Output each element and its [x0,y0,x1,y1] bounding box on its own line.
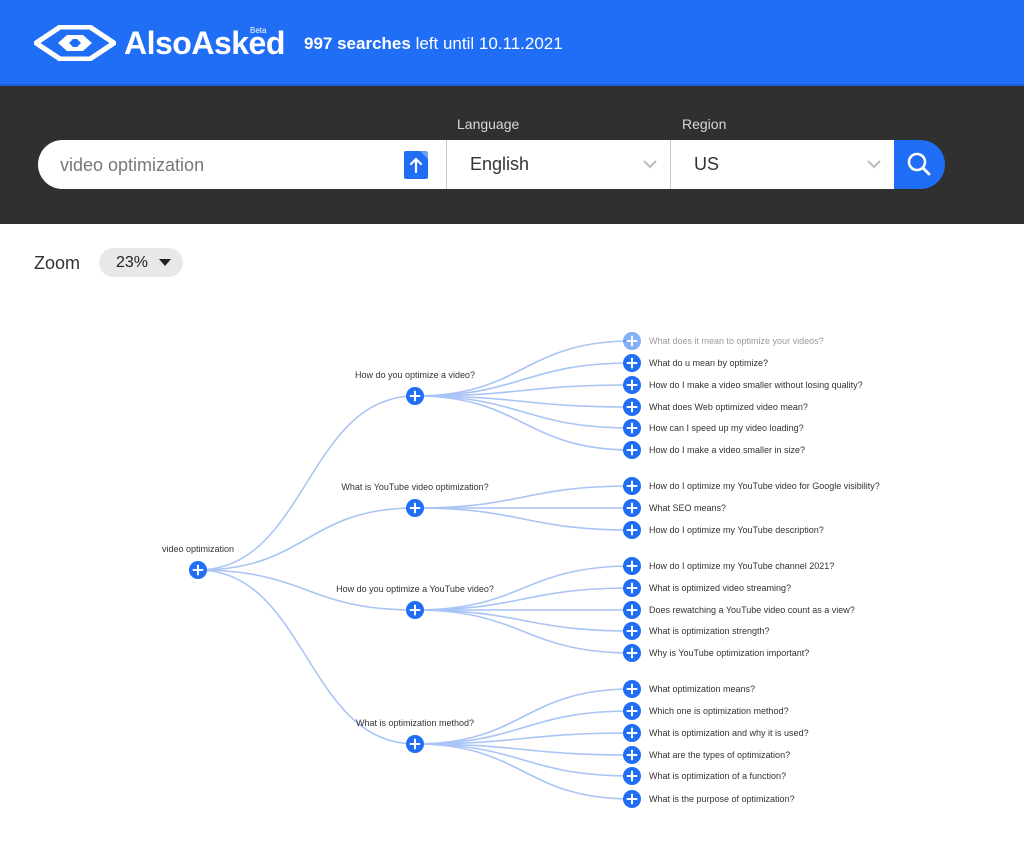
tree-link [197,569,416,745]
child-expand-icon[interactable] [623,790,641,808]
child-question-label: How do I optimize my YouTube channel 202… [649,561,834,571]
child-question-label: What SEO means? [649,503,726,513]
tree-link [414,565,633,611]
tree-link [414,384,633,397]
root-expand-icon[interactable] [189,561,207,579]
child-question-label: What does it mean to optimize your video… [649,336,824,346]
tree-link [414,395,633,408]
tree-link [197,507,416,571]
language-value: English [470,154,530,174]
tree-link [414,710,633,745]
tree-link [414,743,633,777]
language-label: Language [457,116,520,132]
branch-question-label: How do you optimize a video? [355,370,475,380]
beta-badge: Beta [250,26,267,35]
child-question-label: What optimization means? [649,684,755,694]
child-expand-icon[interactable] [623,354,641,372]
child-question-label: How can I speed up my video loading? [649,423,804,433]
tree-link [414,587,633,611]
child-expand-icon[interactable] [623,419,641,437]
tree-link [414,688,633,745]
child-expand-icon[interactable] [623,579,641,597]
child-question-label: What is optimization and why it is used? [649,728,809,738]
language-select[interactable]: English [446,140,670,189]
child-expand-icon[interactable] [623,644,641,662]
child-expand-icon[interactable] [623,398,641,416]
region-label: Region [682,116,727,132]
child-question-label: How do I optimize my YouTube video for G… [649,481,880,491]
region-select[interactable]: US [670,140,894,189]
child-question-label: How do I make a video smaller in size? [649,445,805,455]
tree-link [414,507,633,531]
branch-expand-icon[interactable] [406,387,424,405]
child-question-label: What is optimization of a function? [649,771,786,781]
caret-down-icon [159,259,171,266]
child-expand-icon[interactable] [623,477,641,495]
zoom-label: Zoom [34,253,81,273]
child-question-label: What is optimized video streaming? [649,583,791,593]
child-expand-icon[interactable] [623,521,641,539]
chevron-down-icon [643,160,657,169]
tree-link [414,395,633,429]
search-input[interactable] [58,140,402,191]
child-expand-icon[interactable] [623,724,641,742]
tree-link [414,362,633,397]
child-question-label: What is the purpose of optimization? [649,794,795,804]
search-panel: Language English Region US [0,86,1024,224]
tree-link [414,732,633,745]
child-question-label: What is optimization strength? [649,626,770,636]
child-question-label: What do u mean by optimize? [649,358,768,368]
child-question-label: How do I optimize my YouTube description… [649,525,824,535]
tree-link [414,395,633,451]
zoom-select[interactable]: 23% [99,248,183,277]
tree-link [414,485,633,509]
branch-expand-icon[interactable] [406,499,424,517]
child-expand-icon[interactable] [623,332,641,350]
tree-link [414,609,633,654]
top-bar: AlsoAsked Beta 997 searches left until 1… [0,0,1024,86]
brand-name[interactable]: AlsoAsked [124,25,285,61]
child-question-label: Does rewatching a YouTube video count as… [649,605,855,615]
tree-link [197,569,416,611]
tree-link [414,609,633,632]
upload-icon [409,151,428,174]
tree-link [414,340,633,397]
quota-rest: left until 10.11.2021 [415,34,563,53]
quota-count: 997 searches [304,34,411,53]
tree-link [197,395,416,571]
child-expand-icon[interactable] [623,767,641,785]
branch-expand-icon[interactable] [406,735,424,753]
search-button[interactable] [894,140,945,189]
child-expand-icon[interactable] [623,499,641,517]
branch-question-label: What is YouTube video optimization? [341,482,488,492]
search-quota: 997 searches left until 10.11.2021 [304,33,563,55]
child-question-label: How do I make a video smaller without lo… [649,380,863,390]
branch-question-label: How do you optimize a YouTube video? [336,584,494,594]
branch-expand-icon[interactable] [406,601,424,619]
region-value: US [694,154,720,174]
upload-button[interactable] [404,151,428,179]
child-expand-icon[interactable] [623,702,641,720]
child-question-label: What does Web optimized video mean? [649,402,808,412]
child-expand-icon[interactable] [623,441,641,459]
child-expand-icon[interactable] [623,557,641,575]
zoom-value: 23% [116,254,149,271]
chevron-down-icon [867,160,881,169]
child-question-label: Why is YouTube optimization important? [649,648,809,658]
tree-link [414,743,633,800]
tree-link [414,743,633,756]
child-expand-icon[interactable] [623,680,641,698]
child-question-label: Which one is optimization method? [649,706,789,716]
child-expand-icon[interactable] [623,376,641,394]
child-expand-icon[interactable] [623,622,641,640]
branch-question-label: What is optimization method? [356,718,474,728]
child-question-label: What are the types of optimization? [649,750,790,760]
search-box [38,140,446,191]
root-label: video optimization [162,544,234,554]
search-icon [907,152,931,176]
child-expand-icon[interactable] [623,601,641,619]
logo-icon[interactable] [34,25,116,61]
child-expand-icon[interactable] [623,746,641,764]
